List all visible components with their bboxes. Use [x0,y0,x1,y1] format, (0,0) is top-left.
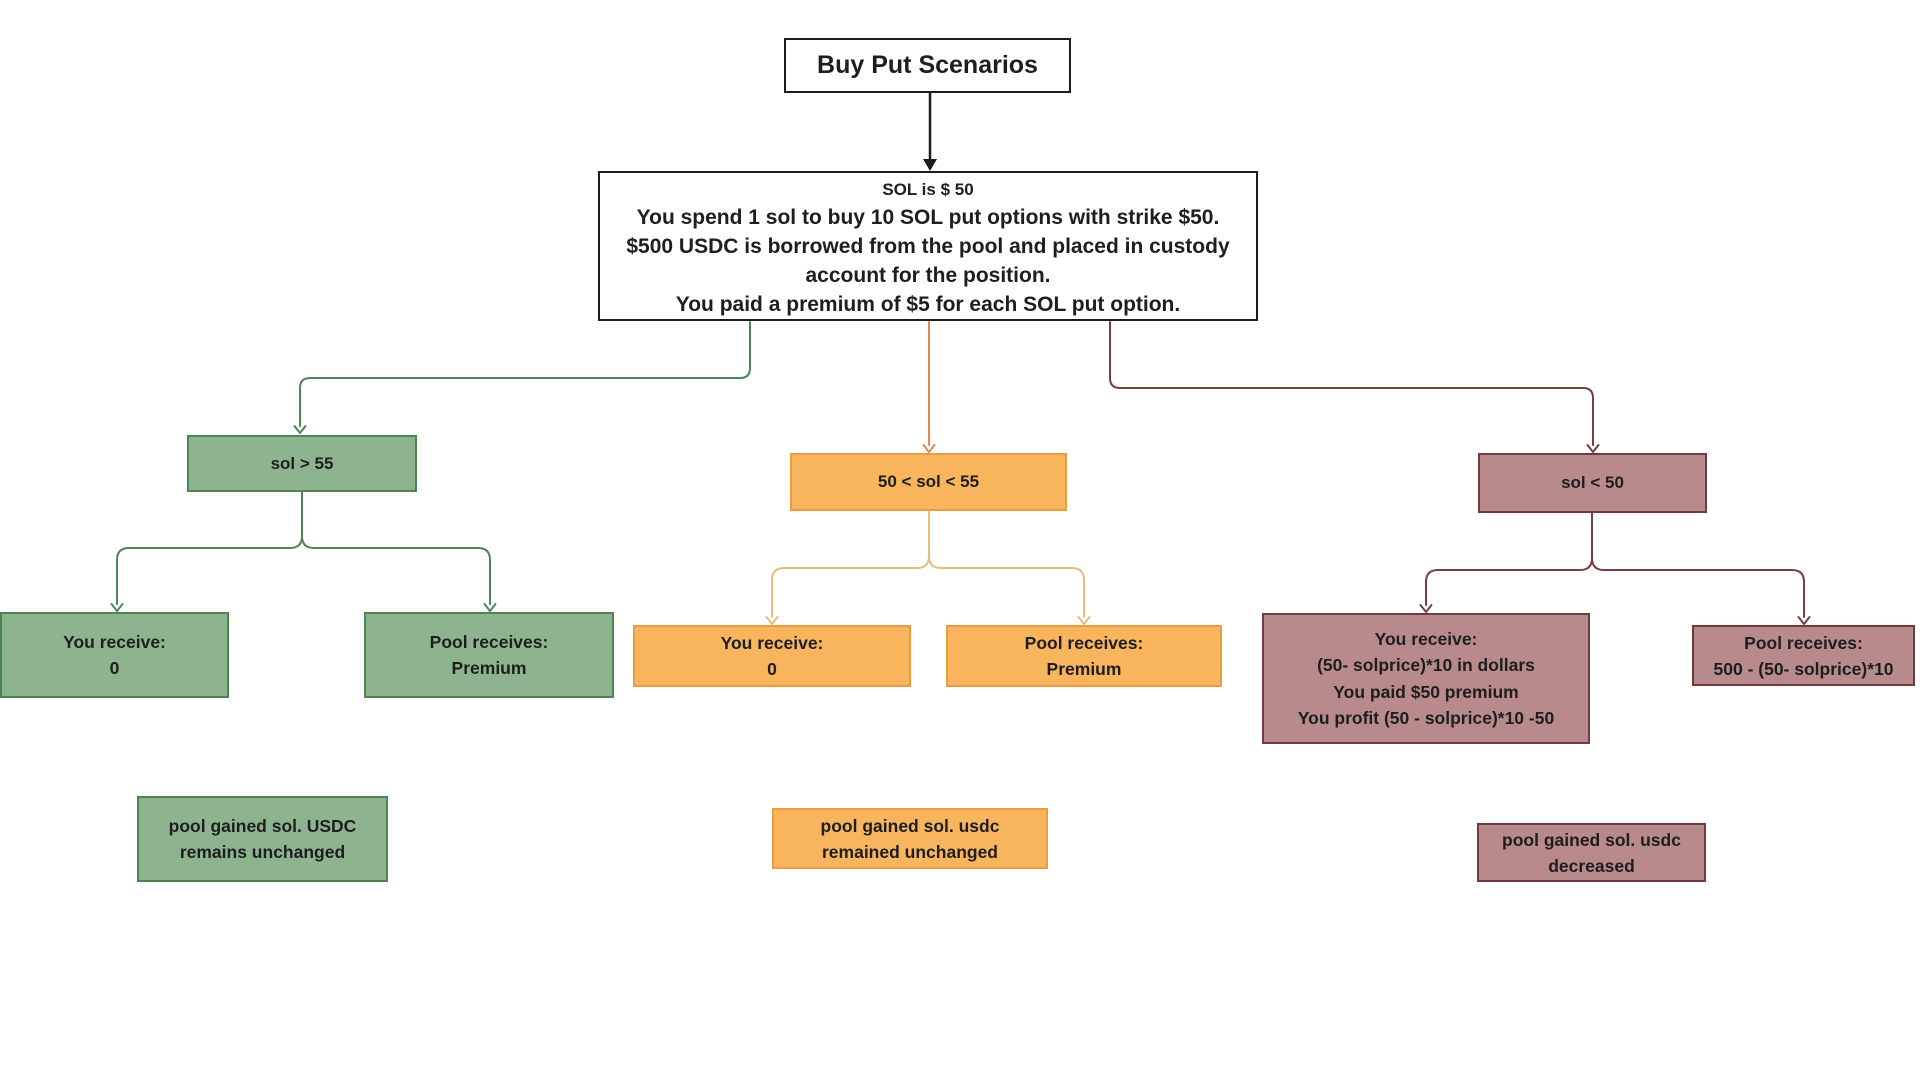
connector-maroon-split [1419,512,1811,625]
connector-green-split [110,491,497,612]
note-line: remained unchanged [821,841,998,862]
outcome-line: You profit (50 - solprice)*10 -50 [1297,708,1555,728]
note-line: pool gained sol. usdc [1502,829,1681,850]
outcome-line: You receive: [63,632,166,652]
outcome-line: You receive: [720,633,824,653]
note-box-orange-pool-effect: pool gained sol. usdc remained unchanged [772,808,1048,869]
outcome-line: 0 [109,658,120,678]
outcome-box-green-you-receive: You receive: 0 [0,612,229,698]
scenario-line: SOL is $ 50 [882,179,974,199]
scenario-line: You paid a premium of $5 for each SOL pu… [675,292,1181,316]
condition-box-sol-gt-55: sol > 55 [187,435,417,492]
outcome-box-green-pool-receives: Pool receives: Premium [364,612,614,698]
note-line: remains unchanged [179,842,346,862]
outcome-line: You receive: [1374,628,1478,649]
condition-label: sol > 55 [270,453,334,473]
outcome-box-orange-you-receive: You receive: 0 [633,625,911,687]
outcome-line: Pool receives: [1024,633,1144,653]
note-line: pool gained sol. USDC [168,816,357,836]
outcome-line: (50- solprice)*10 in dollars [1317,655,1535,675]
connector-main-to-orange [922,321,936,453]
note-line: decreased [1548,855,1635,876]
outcome-line: You paid $50 premium [1333,681,1519,702]
note-line: pool gained sol. usdc [820,815,1000,836]
outcome-line: 0 [767,659,777,679]
scenario-line: You spend 1 sol to buy 10 SOL put option… [636,205,1220,229]
connector-main-to-green [293,321,751,434]
connector-main-to-maroon [1109,321,1600,453]
outcome-box-maroon-pool-receives: Pool receives: 500 - (50- solprice)*10 [1692,625,1915,686]
condition-label: 50 < sol < 55 [877,472,980,491]
title-box: Buy Put Scenarios [784,38,1071,93]
note-box-maroon-pool-effect: pool gained sol. usdc decreased [1477,823,1706,882]
condition-box-sol-lt-50: sol < 50 [1478,453,1707,513]
connector-orange-split [765,511,1091,625]
note-box-green-pool-effect: pool gained sol. USDC remains unchanged [137,796,388,882]
diagram-title: Buy Put Scenarios [817,51,1038,79]
connector-title-to-main [923,93,937,171]
scenario-line: account for the position. [805,263,1051,287]
scenario-line: $500 USDC is borrowed from the pool and … [626,234,1230,258]
outcome-line: 500 - (50- solprice)*10 [1713,658,1894,679]
outcome-box-orange-pool-receives: Pool receives: Premium [946,625,1222,687]
outcome-line: Premium [451,658,527,678]
condition-box-50-lt-sol-lt-55: 50 < sol < 55 [790,453,1067,511]
outcome-box-maroon-you-receive: You receive: (50- solprice)*10 in dollar… [1262,613,1590,744]
outcome-line: Pool receives: [1744,632,1863,653]
scenario-description-box: SOL is $ 50 You spend 1 sol to buy 10 SO… [598,171,1258,321]
outcome-line: Pool receives: [429,632,549,652]
outcome-line: Premium [1046,659,1122,679]
condition-label: sol < 50 [1561,473,1624,492]
